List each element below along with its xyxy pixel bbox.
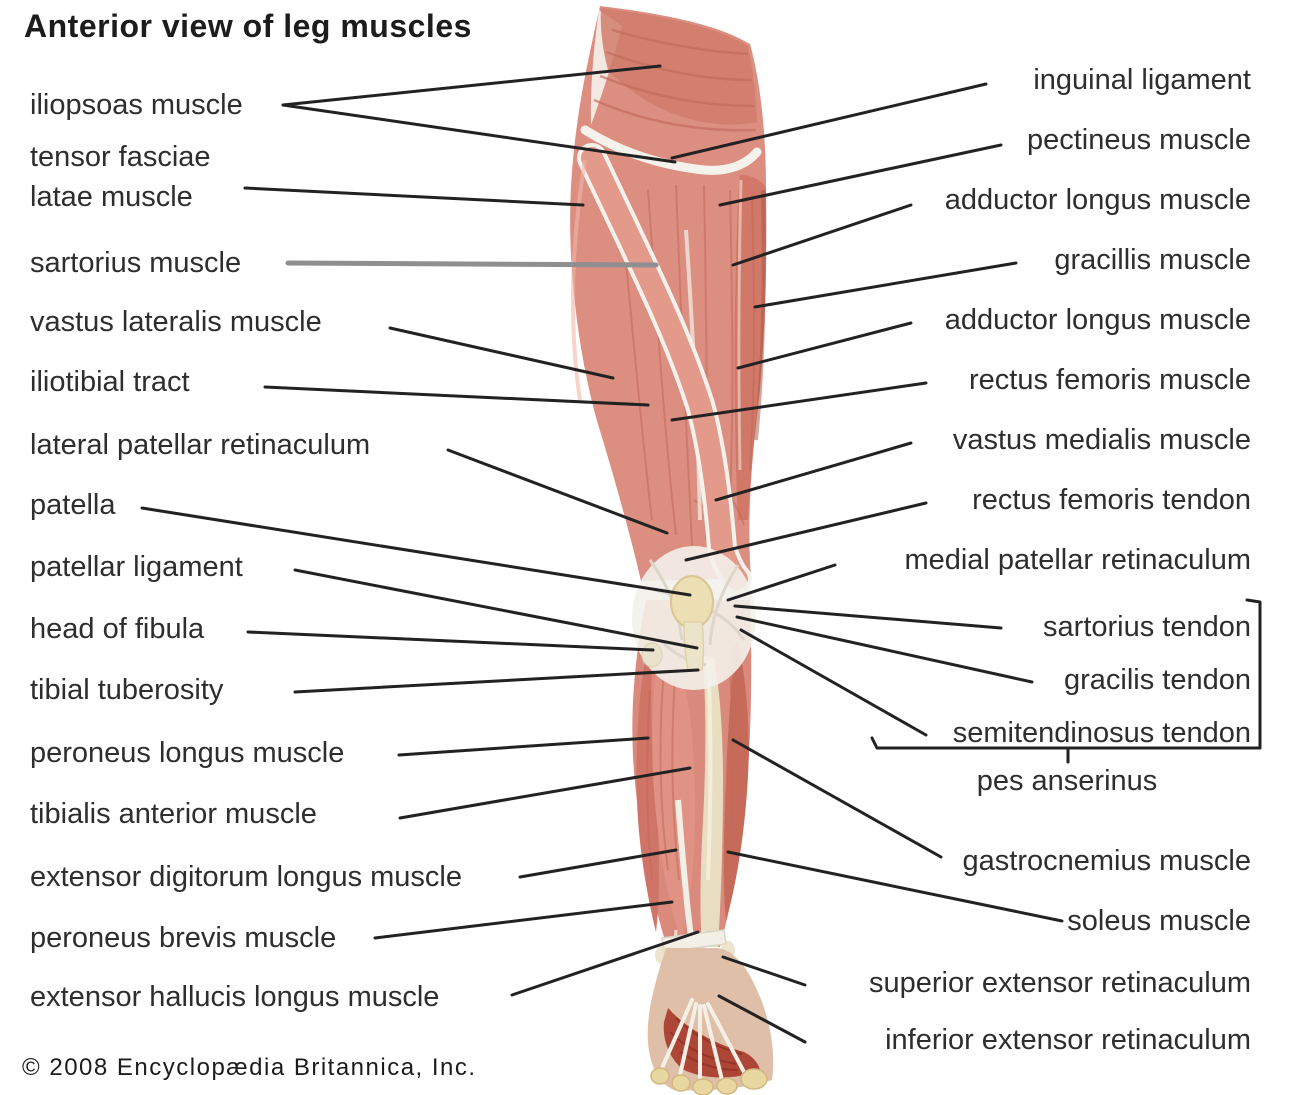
leader-line-gracilis-tendon xyxy=(735,615,1034,684)
label-extensor-hallucis-longus-muscle: extensor hallucis longus muscle xyxy=(30,981,440,1013)
leader-line-head-of-fibula xyxy=(246,630,655,652)
leader-line-tibialis-anterior-muscle xyxy=(398,766,692,820)
leader-line-superior-extensor-retinaculum xyxy=(721,955,807,987)
leader-line-gracillis-muscle xyxy=(753,261,1018,309)
label-superior-extensor-retinaculum: superior extensor retinaculum xyxy=(868,967,1251,999)
leader-line-peroneus-longus-muscle xyxy=(397,736,650,757)
label-gracillis-muscle: gracillis muscle xyxy=(1054,244,1251,276)
leader-line-lateral-patellar-retinaculum xyxy=(446,448,669,535)
label-head-of-fibula: head of fibula xyxy=(30,613,205,645)
label-lateral-patellar-retinaculum: lateral patellar retinaculum xyxy=(30,429,371,461)
leader-line-pectineus-muscle xyxy=(718,143,1003,207)
label-sartorius-muscle: sartorius muscle xyxy=(30,247,242,279)
copyright-notice: © 2008 Encyclopædia Britannica, Inc. xyxy=(22,1054,477,1081)
label-tibial-tuberosity: tibial tuberosity xyxy=(30,674,224,706)
leader-line-patellar-ligament xyxy=(293,568,699,650)
leader-line-vastus-medialis-muscle xyxy=(714,441,913,502)
label-rectus-femoris-muscle: rectus femoris muscle xyxy=(968,364,1251,396)
label-peroneus-longus-muscle: peroneus longus muscle xyxy=(30,737,345,769)
leader-line-tibial-tuberosity xyxy=(293,668,700,694)
leader-line-medial-patellar-retinaculum xyxy=(726,563,837,602)
label-semitendinosus-tendon: semitendinosus tendon xyxy=(952,717,1251,749)
leader-line-rectus-femoris-muscle xyxy=(670,381,928,422)
label-gastrocnemius-muscle: gastrocnemius muscle xyxy=(962,845,1252,877)
leader-line-inguinal-ligament xyxy=(670,82,988,160)
label-pectineus-muscle: pectineus muscle xyxy=(1026,124,1251,156)
label-inguinal-ligament: inguinal ligament xyxy=(1033,64,1251,96)
label-adductor-longus-muscle: adductor longus muscle xyxy=(944,184,1251,216)
label-inferior-extensor-retinaculum: inferior extensor retinaculum xyxy=(885,1024,1251,1056)
label-iliotibial-tract: iliotibial tract xyxy=(30,366,190,398)
label-patella: patella xyxy=(30,489,116,521)
label-gracilis-tendon: gracilis tendon xyxy=(1064,664,1251,696)
label-tibialis-anterior-muscle: tibialis anterior muscle xyxy=(30,798,317,830)
leader-line-iliopsoas-muscle-1 xyxy=(281,64,662,107)
leader-line-extensor-digitorum-longus-muscle xyxy=(518,848,678,879)
leader-line-patella xyxy=(140,506,692,597)
leader-line-sartorius-tendon xyxy=(733,604,1003,630)
label-iliopsoas-muscle: iliopsoas muscle xyxy=(30,89,243,121)
page-title: Anterior view of leg muscles xyxy=(24,8,472,44)
label-patellar-ligament: patellar ligament xyxy=(30,551,243,583)
label-tensor-fasciae-latae-muscle: tensor fasciae latae muscle xyxy=(30,141,211,213)
leader-line-adductor-longus-muscle xyxy=(731,203,913,267)
leader-line-gastrocnemius-muscle xyxy=(731,738,943,859)
leader-line-vastus-lateralis-muscle xyxy=(388,326,615,380)
leader-line-adductor-longus-muscle-2 xyxy=(736,321,913,370)
leader-line-peroneus-brevis-muscle xyxy=(373,900,674,940)
label-adductor-longus-muscle-2: adductor longus muscle xyxy=(944,304,1251,336)
leader-line-tensor-fasciae-latae-muscle xyxy=(243,186,585,207)
label-extensor-digitorum-longus-muscle: extensor digitorum longus muscle xyxy=(30,861,462,893)
leader-line-soleus-muscle xyxy=(726,850,1064,923)
leader-line-rectus-femoris-tendon xyxy=(684,501,928,562)
leader-line-iliopsoas-muscle-2 xyxy=(281,103,677,164)
label-vastus-lateralis-muscle: vastus lateralis muscle xyxy=(30,306,322,338)
leader-line-iliotibial-tract xyxy=(263,385,650,407)
leader-line-semitendinosus-tendon xyxy=(739,628,928,737)
ankle-and-foot xyxy=(647,929,774,1095)
leader-line-extensor-hallucis-longus-muscle xyxy=(510,930,700,997)
leader-line-sartorius-muscle xyxy=(285,260,659,268)
label-rectus-femoris-tendon: rectus femoris tendon xyxy=(972,484,1251,516)
label-pes-anserinus: pes anserinus xyxy=(976,765,1158,797)
leader-line-inferior-extensor-retinaculum xyxy=(717,994,807,1044)
label-medial-patellar-retinaculum: medial patellar retinaculum xyxy=(904,544,1251,576)
label-sartorius-tendon: sartorius tendon xyxy=(1043,611,1251,643)
label-vastus-medialis-muscle: vastus medialis muscle xyxy=(952,424,1251,456)
pes-anserinus-bracket xyxy=(870,598,1262,764)
label-soleus-muscle: soleus muscle xyxy=(1067,905,1251,937)
label-peroneus-brevis-muscle: peroneus brevis muscle xyxy=(30,922,337,954)
